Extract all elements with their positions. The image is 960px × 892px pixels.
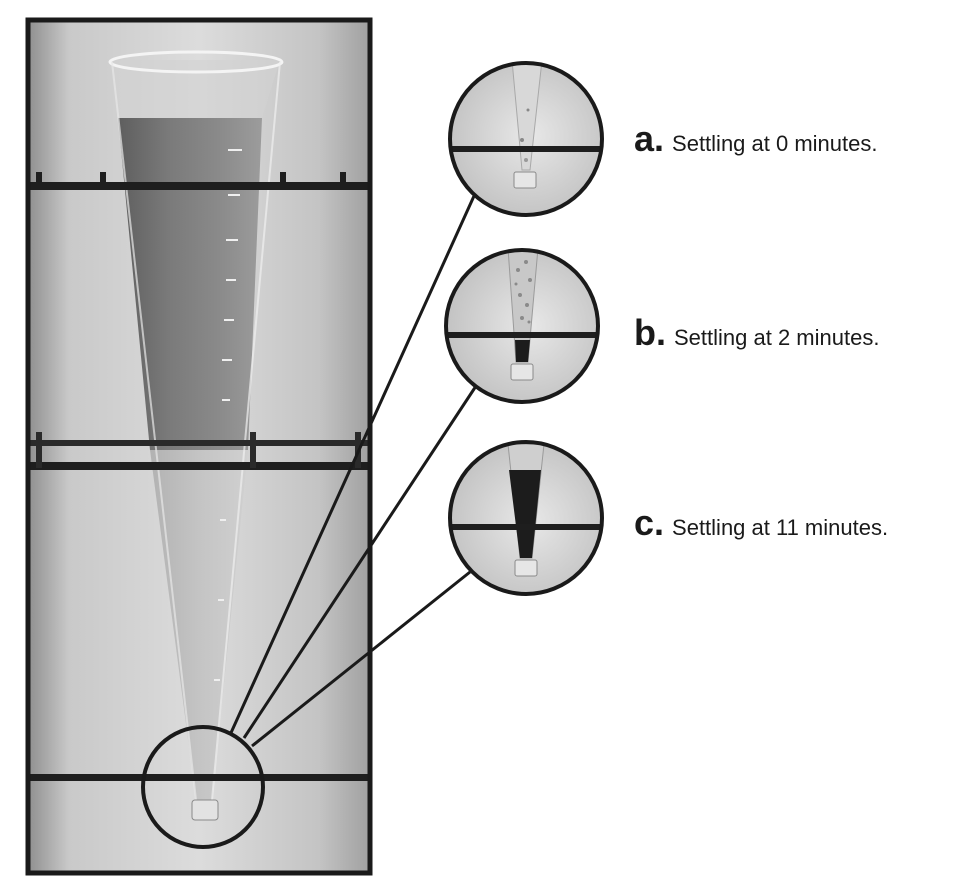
- leader-lines: [228, 195, 478, 748]
- photo-frame: [25, 17, 373, 876]
- detail-circle-c: [448, 440, 604, 596]
- photo-panel: [28, 20, 370, 873]
- cone-mixed-liquid: [118, 118, 262, 450]
- sludge-layer-c: [509, 470, 541, 558]
- caption-a-letter: a.: [634, 118, 665, 159]
- caption-a: a. Settling at 0 minutes.: [634, 118, 877, 160]
- caption-b-text: Settling at 2 minutes.: [674, 325, 880, 350]
- cone-lower-section: [150, 450, 248, 800]
- rack-bottom: [28, 774, 370, 781]
- cone-stopper: [191, 799, 219, 821]
- sludge-layer-b: [515, 340, 530, 362]
- leader-line-b: [242, 385, 478, 739]
- magnifier-circle: [141, 725, 265, 849]
- caption-b: b. Settling at 2 minutes.: [634, 312, 879, 354]
- detail-circle-b: [444, 248, 600, 404]
- leader-line-a: [228, 195, 476, 736]
- leader-line-c: [251, 570, 471, 748]
- caption-c-text: Settling at 11 minutes.: [672, 515, 889, 540]
- detail-circle-a: [448, 61, 604, 217]
- cone-top-rim: [108, 50, 284, 74]
- cone-graduations: [214, 149, 242, 681]
- caption-b-letter: b.: [634, 312, 666, 353]
- caption-c: c. Settling at 11 minutes.: [634, 502, 888, 544]
- caption-a-text: Settling at 0 minutes.: [672, 131, 878, 156]
- rack-top: [28, 172, 370, 190]
- caption-c-letter: c.: [634, 502, 665, 543]
